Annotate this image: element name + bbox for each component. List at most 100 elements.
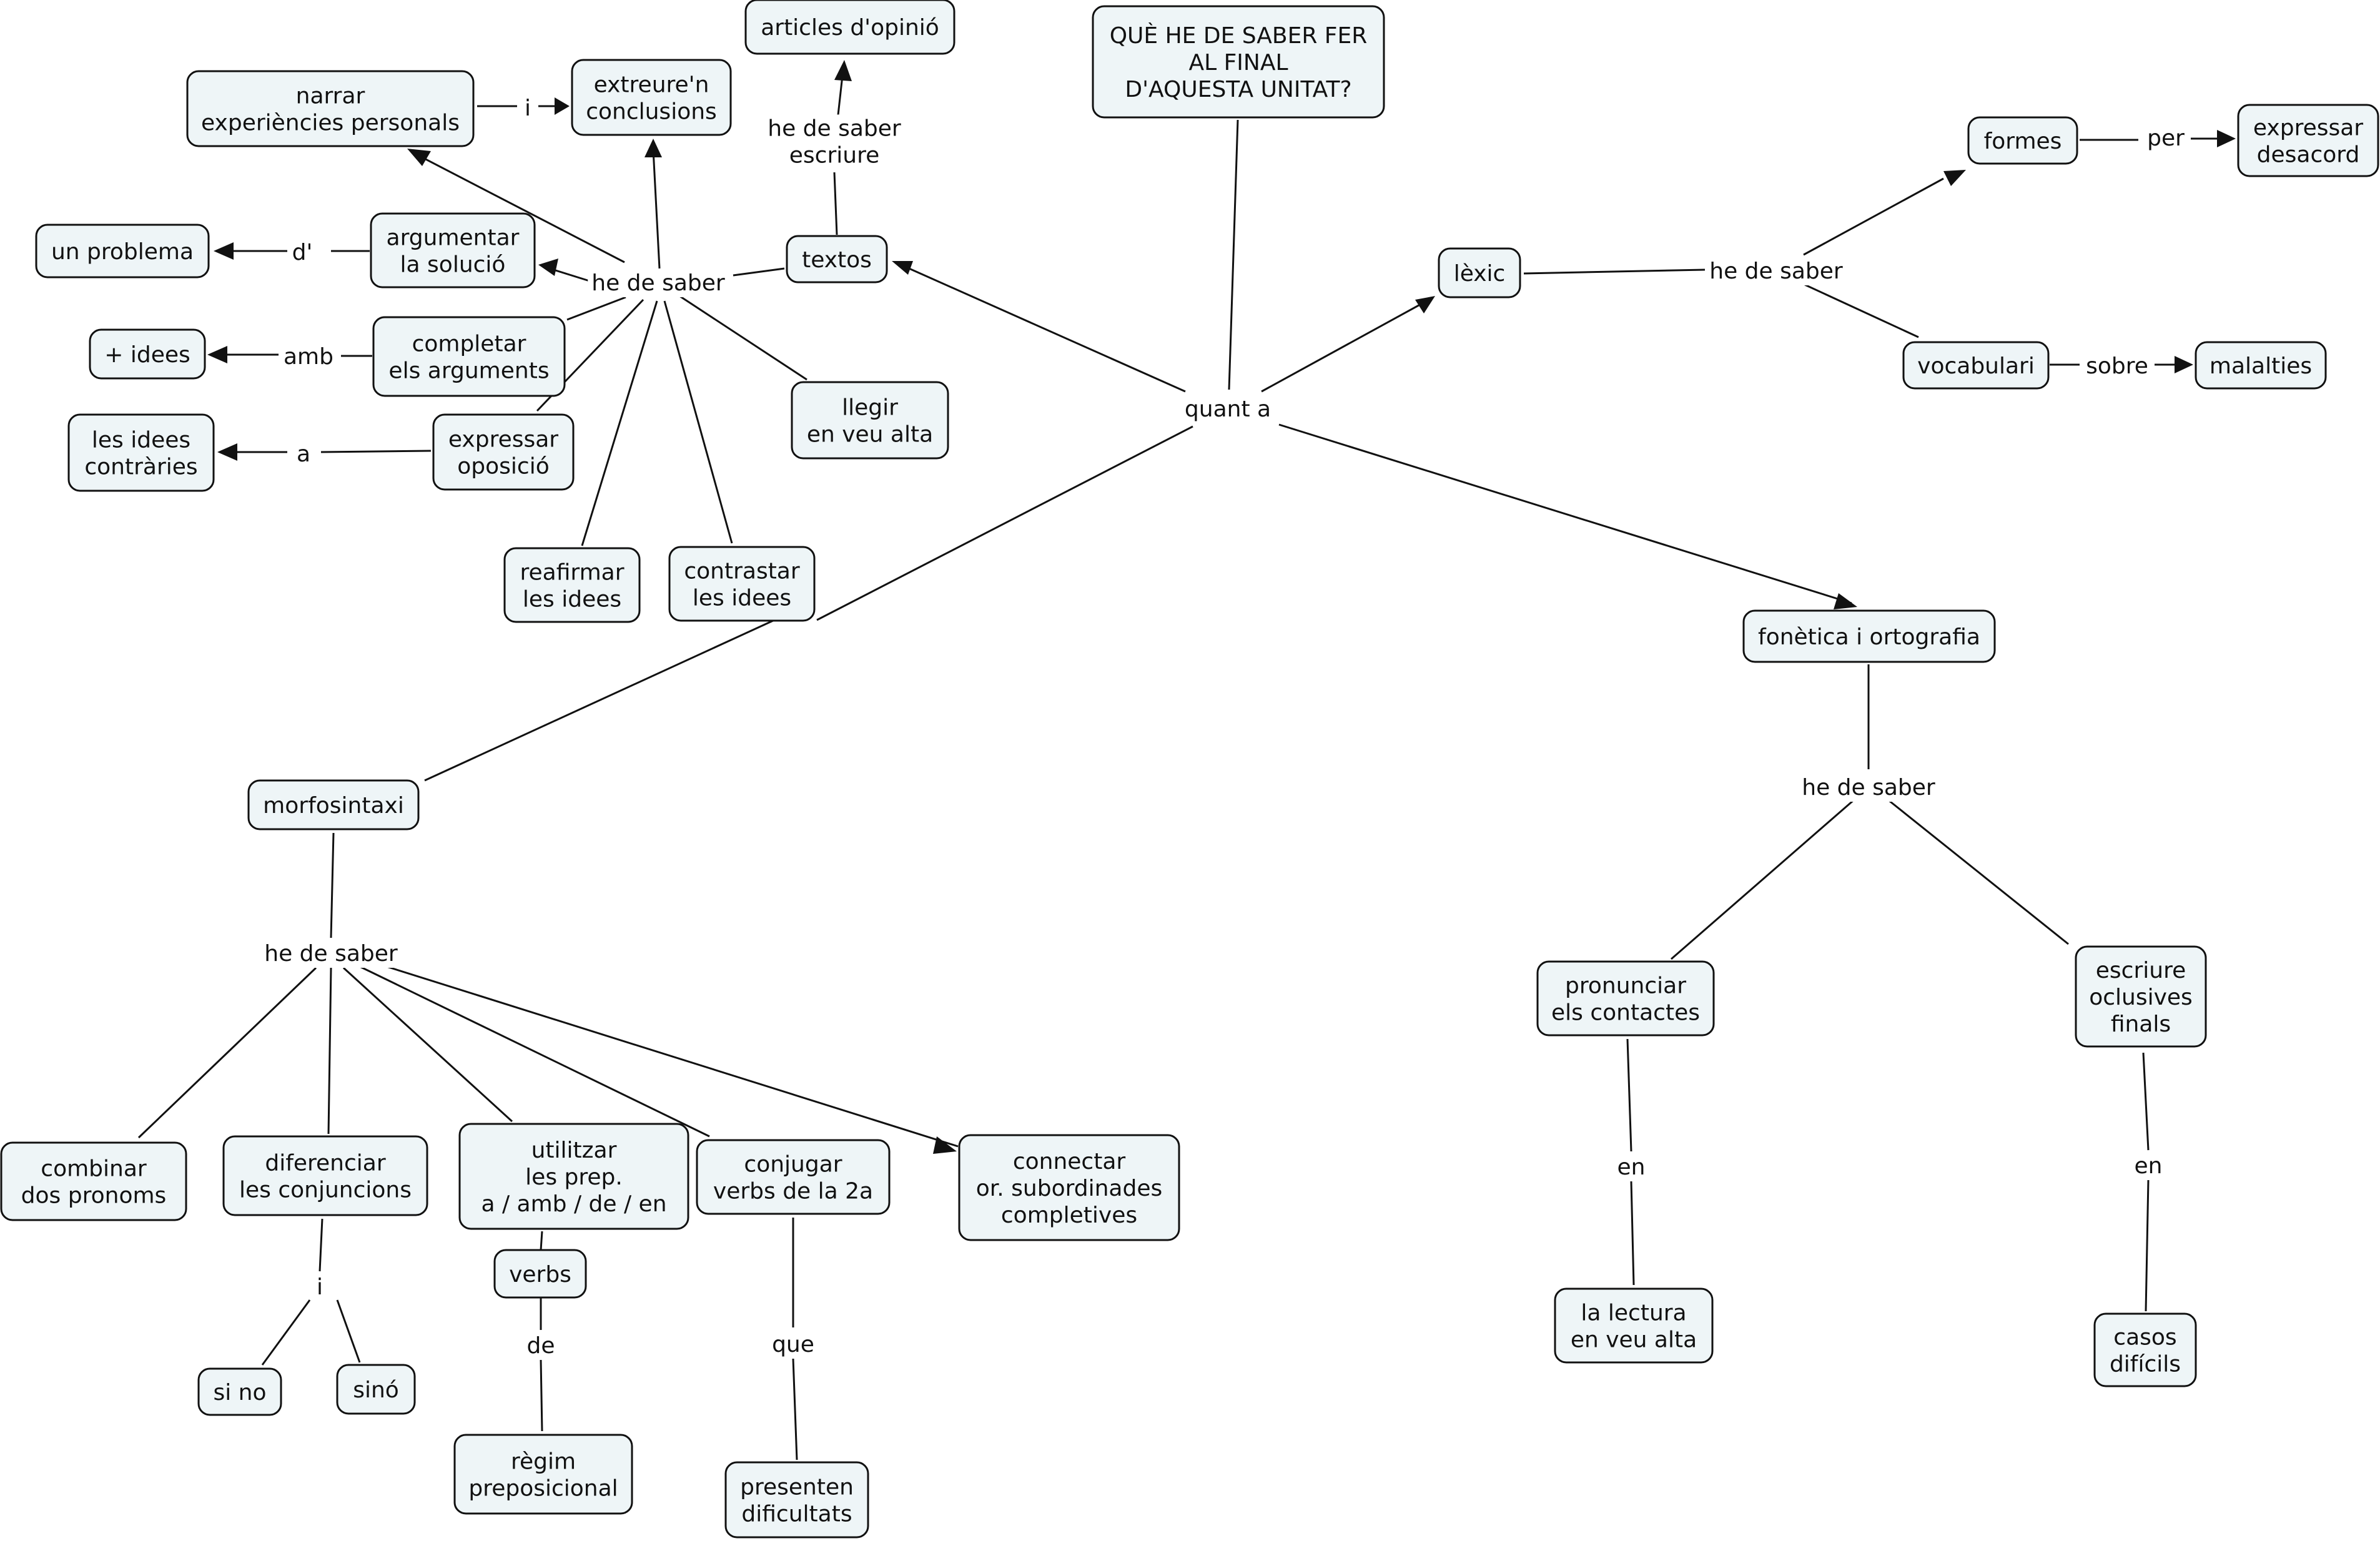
node-idees-contraries-box xyxy=(67,413,215,492)
node-conjugar-box xyxy=(696,1139,891,1215)
link-label-background xyxy=(1613,1153,1649,1181)
node-morfosintaxi: morfosintaxi xyxy=(263,793,404,819)
node-vocabulari: vocabulari xyxy=(1917,353,2035,379)
edge-hds-vocabulari xyxy=(1804,283,1919,338)
link-per: per xyxy=(2147,126,2185,151)
arrowhead-extreure xyxy=(644,139,662,157)
node-sino: sinó xyxy=(353,1377,399,1403)
edge-que-presenten xyxy=(792,1358,798,1460)
link-label-background xyxy=(520,94,535,122)
node-contrastar-box xyxy=(668,546,816,622)
node-articles-opinio: articles d'opinió xyxy=(761,15,939,41)
edge-hds-completar xyxy=(566,296,626,321)
link-label-background xyxy=(588,269,729,297)
edge-hds-escriure xyxy=(1887,798,2069,945)
link-label-background xyxy=(1706,257,1847,285)
link-a: a xyxy=(297,441,310,467)
node-vocabulari-box xyxy=(1902,341,2050,390)
link-label-background xyxy=(280,343,337,371)
link-en-escriure: en xyxy=(2135,1153,2163,1179)
link-label-background xyxy=(1798,774,1939,802)
edge-i-sino-no xyxy=(261,1299,311,1366)
node-sino-box xyxy=(336,1364,416,1415)
edge-hds-extreure xyxy=(652,149,661,269)
node-fonetica-ortografia: fonètica i ortografia xyxy=(1758,624,1980,650)
node-lexic: lèxic xyxy=(1454,261,1506,287)
node-problema-box xyxy=(35,224,210,278)
edge-textos-hdse xyxy=(833,172,838,235)
link-label-background xyxy=(2130,1152,2166,1180)
arrowhead-i-extreure xyxy=(555,97,570,115)
link-de: de xyxy=(527,1333,555,1359)
edge-hds-formes xyxy=(1803,177,1944,256)
edge-hds-combinar xyxy=(137,967,317,1139)
arrowhead-connectar xyxy=(933,1136,957,1154)
link-i-narrar: i xyxy=(525,96,531,121)
node-un-problema: un problema xyxy=(51,239,194,265)
node-escriure-oclusives-box xyxy=(2075,945,2207,1048)
edge-lexic-hds xyxy=(1523,268,1706,275)
node-malalties: malalties xyxy=(2210,353,2312,379)
edge-title-quant-a xyxy=(1228,119,1239,390)
node-utilitzar-box xyxy=(458,1123,689,1230)
node-si-no-box xyxy=(197,1367,282,1416)
arrowhead-formes xyxy=(1943,170,1966,186)
edge-hds-argumentar xyxy=(549,267,590,282)
arrowhead-articles xyxy=(834,60,852,81)
edge-hds-narrar xyxy=(419,155,625,263)
link-sobre: sobre xyxy=(2086,353,2148,379)
link-i-conjuncions: i xyxy=(317,1274,323,1300)
edge-hds-reafirmar xyxy=(581,300,658,546)
edge-morfo-hds xyxy=(330,832,335,938)
node-pronunciar-box xyxy=(1536,960,1715,1036)
link-label-background xyxy=(260,940,402,968)
arrowhead-argumentar xyxy=(538,258,558,276)
link-label-background xyxy=(288,239,317,267)
edge-de-regim xyxy=(540,1359,543,1432)
link-he-de-saber-textos: he de saber xyxy=(591,270,725,296)
node-diferenciar-box xyxy=(222,1135,428,1216)
link-label-background xyxy=(1180,395,1275,423)
node-morfosintaxi-box xyxy=(247,779,420,830)
edge-expressar-a xyxy=(320,450,432,453)
node-reafirmar-box xyxy=(503,547,641,623)
edge-quant-a-fonetica xyxy=(1278,423,1852,604)
edge-quant-a-morfo xyxy=(816,425,1193,621)
arrowhead-contraries xyxy=(217,443,237,461)
arrowhead-malalties xyxy=(2175,356,2193,373)
node-verbs-box xyxy=(493,1249,587,1299)
node-lectura-box xyxy=(1554,1287,1714,1364)
node-connectar-box xyxy=(958,1134,1180,1241)
link-label-background xyxy=(292,440,315,468)
node-mes-idees-box xyxy=(89,328,206,380)
edge-hds-conjugar xyxy=(357,964,710,1138)
node-casos-box xyxy=(2093,1312,2197,1387)
link-label-background xyxy=(764,114,905,170)
arrowhead-fonetica xyxy=(1834,593,1857,609)
node-textos: textos xyxy=(802,247,872,273)
arrowheads xyxy=(207,60,2236,1154)
node-si-no: si no xyxy=(213,1380,266,1406)
edge-pronunciar-en xyxy=(1626,1038,1632,1152)
edge-escriure-en xyxy=(2142,1052,2150,1151)
node-regim-box xyxy=(453,1434,633,1515)
link-label-background xyxy=(2082,352,2152,380)
